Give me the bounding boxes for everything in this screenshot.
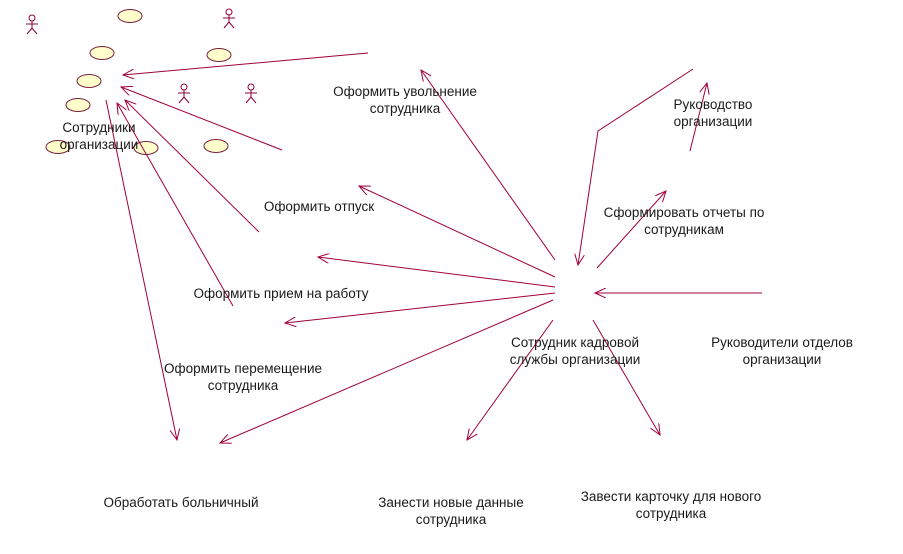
arrow-transfer-to-employees bbox=[117, 103, 234, 307]
label-line: Оформить прием на работу bbox=[193, 286, 369, 301]
label-vacation: Оформить отпуск bbox=[264, 198, 374, 215]
arrow-dismissal-to-employees bbox=[123, 52, 369, 75]
label-new-data: Занести новые данные сотрудника bbox=[378, 494, 523, 528]
arrow-hr-to-reports bbox=[596, 191, 666, 269]
label-line: организации bbox=[673, 114, 753, 129]
label-line: Сотрудники bbox=[62, 120, 136, 135]
label-line: сотрудника bbox=[635, 506, 707, 521]
arrow-hr-to-transfer bbox=[285, 292, 556, 323]
label-line: сотрудника bbox=[415, 512, 487, 527]
actor-icon bbox=[223, 8, 235, 29]
label-line: Сотрудник кадровой bbox=[510, 335, 639, 350]
label-line: Оформить отпуск bbox=[263, 199, 375, 214]
actor-icon bbox=[178, 83, 190, 104]
label-dept-heads: Руководители отделов организации bbox=[711, 334, 853, 368]
arrow-employees-to-sick-leave bbox=[105, 99, 177, 440]
actor-icon-group bbox=[26, 8, 257, 104]
arrow-hr-to-sick-leave bbox=[220, 299, 554, 443]
label-line: Оформить перемещение bbox=[163, 361, 323, 376]
usecase-icon-group bbox=[45, 9, 232, 155]
label-hiring: Оформить прием на работу bbox=[193, 285, 368, 302]
actor-icon bbox=[26, 14, 38, 35]
arrow-hr-to-new-data bbox=[467, 319, 554, 440]
arrow-hr-to-vacation bbox=[359, 186, 556, 278]
label-line: организации bbox=[59, 137, 139, 152]
label-line: сотрудника bbox=[369, 101, 441, 116]
label-transfer: Оформить перемещение сотрудника bbox=[164, 360, 322, 394]
label-line: Сформировать отчеты по bbox=[603, 205, 765, 220]
arrow-hiring-to-employees bbox=[125, 100, 260, 233]
usecase-icon bbox=[76, 74, 102, 88]
usecase-icon bbox=[45, 140, 71, 154]
arrow-management-to-hr bbox=[578, 68, 694, 265]
arrow-hr-to-hiring bbox=[318, 257, 556, 288]
label-dismissal: Оформить увольнение сотрудника bbox=[333, 83, 477, 117]
actor-icon bbox=[245, 83, 257, 104]
label-employees: Сотрудники организации bbox=[60, 119, 139, 153]
arrow-hr-to-dismissal bbox=[421, 70, 556, 261]
label-sick-leave: Обработать больничный bbox=[104, 494, 259, 511]
label-line: организации bbox=[742, 352, 822, 367]
label-line: Занести новые данные bbox=[378, 495, 524, 510]
usecase-icon bbox=[65, 98, 91, 112]
label-reports: Сформировать отчеты по сотрудникам bbox=[604, 204, 765, 238]
usecase-icon bbox=[117, 9, 143, 23]
label-line: сотрудникам bbox=[644, 222, 724, 237]
label-line: службы организации bbox=[509, 352, 641, 367]
arrow-hr-to-new-card bbox=[592, 319, 660, 435]
label-management: Руководство организации bbox=[674, 96, 753, 130]
label-line: Обработать больничный bbox=[103, 495, 259, 510]
usecase-icon bbox=[89, 46, 115, 60]
arrow-group bbox=[105, 52, 762, 443]
label-line: Завести карточку для нового bbox=[580, 489, 762, 504]
label-line: сотрудника bbox=[207, 378, 279, 393]
arrow-vacation-to-employees bbox=[121, 87, 283, 151]
usecase-icon bbox=[203, 139, 229, 153]
label-line: Руководители отделов bbox=[711, 335, 853, 350]
usecase-icon bbox=[206, 48, 232, 62]
label-new-card: Завести карточку для нового сотрудника bbox=[581, 488, 762, 522]
label-line: Оформить увольнение bbox=[333, 84, 477, 99]
label-line: Руководство bbox=[673, 97, 753, 112]
arrow-reports-to-management bbox=[689, 83, 707, 152]
label-hr-employee: Сотрудник кадровой службы организации bbox=[510, 334, 641, 368]
